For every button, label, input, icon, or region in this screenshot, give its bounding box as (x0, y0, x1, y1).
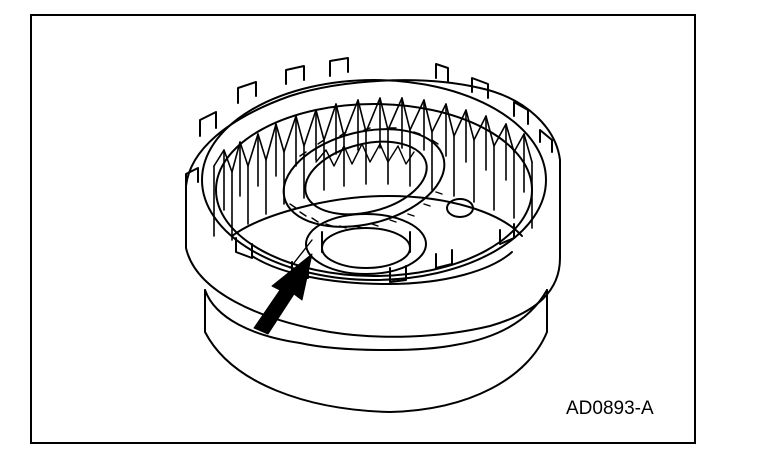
central-hub (305, 213, 427, 275)
drum-outer-wall (185, 79, 561, 338)
figure-id-label: AD0893-A (566, 398, 654, 419)
drum-rim-lugs (185, 57, 553, 283)
internal-spline-teeth (213, 97, 533, 241)
thrust-washer (282, 127, 446, 229)
drum-lower-body (204, 289, 548, 413)
drum-floor (231, 195, 523, 285)
pointer-arrow (253, 239, 313, 335)
